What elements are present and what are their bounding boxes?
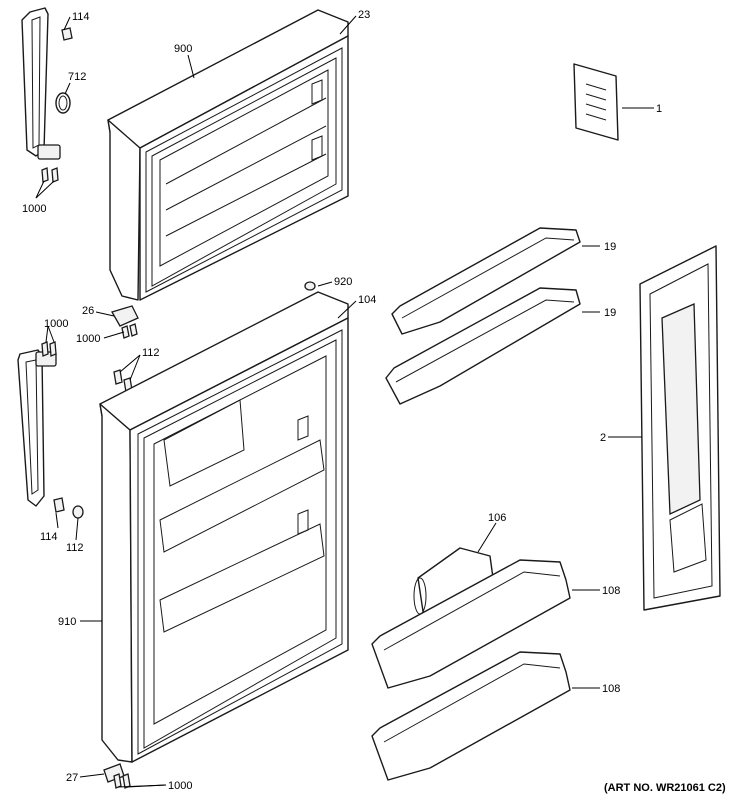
fresh-food-door-gasket-104	[137, 329, 343, 755]
door-bin-108-upper	[371, 559, 571, 689]
callout-114-lower: 114	[40, 531, 58, 543]
callout-104: 104	[358, 294, 376, 306]
screws-1000-hinge	[121, 323, 138, 339]
door-bin-108-lower	[371, 651, 571, 781]
door-liner-2	[639, 245, 721, 611]
screws-1000-handle	[41, 341, 57, 357]
callout-900: 900	[174, 43, 192, 55]
callout-108-upper: 108	[602, 585, 620, 597]
screw-112-lower	[72, 505, 84, 519]
fresh-food-door-handle	[17, 349, 57, 507]
callout-910: 910	[58, 616, 76, 628]
callout-2: 2	[600, 432, 606, 444]
callout-19-lower: 19	[604, 307, 616, 319]
callout-labels: 114 712 1000 900 23 1 920 104 26 1000 10…	[22, 9, 662, 792]
leader-lines	[35, 15, 654, 788]
callout-26: 26	[82, 305, 94, 317]
callout-1000-left: 1000	[44, 318, 68, 330]
art-number: (ART NO. WR21061 C2)	[604, 782, 726, 794]
freezer-door-900	[107, 9, 349, 301]
instruction-booklet-1	[573, 63, 619, 141]
plug-712	[55, 92, 71, 114]
callout-1000-top: 1000	[22, 203, 46, 215]
freezer-door-shelf-19-lower	[385, 287, 581, 405]
callout-1000-hinge: 1000	[76, 333, 100, 345]
callout-1000-bottom: 1000	[168, 780, 192, 792]
callout-19-upper: 19	[604, 241, 616, 253]
callout-112-top: 112	[142, 347, 160, 359]
hinge-26	[111, 305, 139, 327]
callout-712: 712	[68, 71, 86, 83]
freezer-door-handle	[21, 7, 61, 160]
screws-1000-top	[41, 167, 59, 183]
callout-920: 920	[334, 276, 352, 288]
callout-108-lower: 108	[602, 683, 620, 695]
freezer-door-shelf-19-upper	[391, 227, 581, 335]
callout-23: 23	[358, 9, 370, 21]
callout-112-lower: 112	[66, 542, 84, 554]
freezer-door-gasket-23	[145, 47, 343, 293]
callout-1: 1	[656, 103, 662, 115]
plug-920	[304, 281, 316, 291]
handle-screw-114-lower	[53, 497, 65, 513]
callout-106: 106	[488, 512, 506, 524]
callout-27: 27	[66, 772, 78, 784]
handle-screw-114	[61, 27, 73, 41]
callout-114-top: 114	[72, 11, 90, 23]
